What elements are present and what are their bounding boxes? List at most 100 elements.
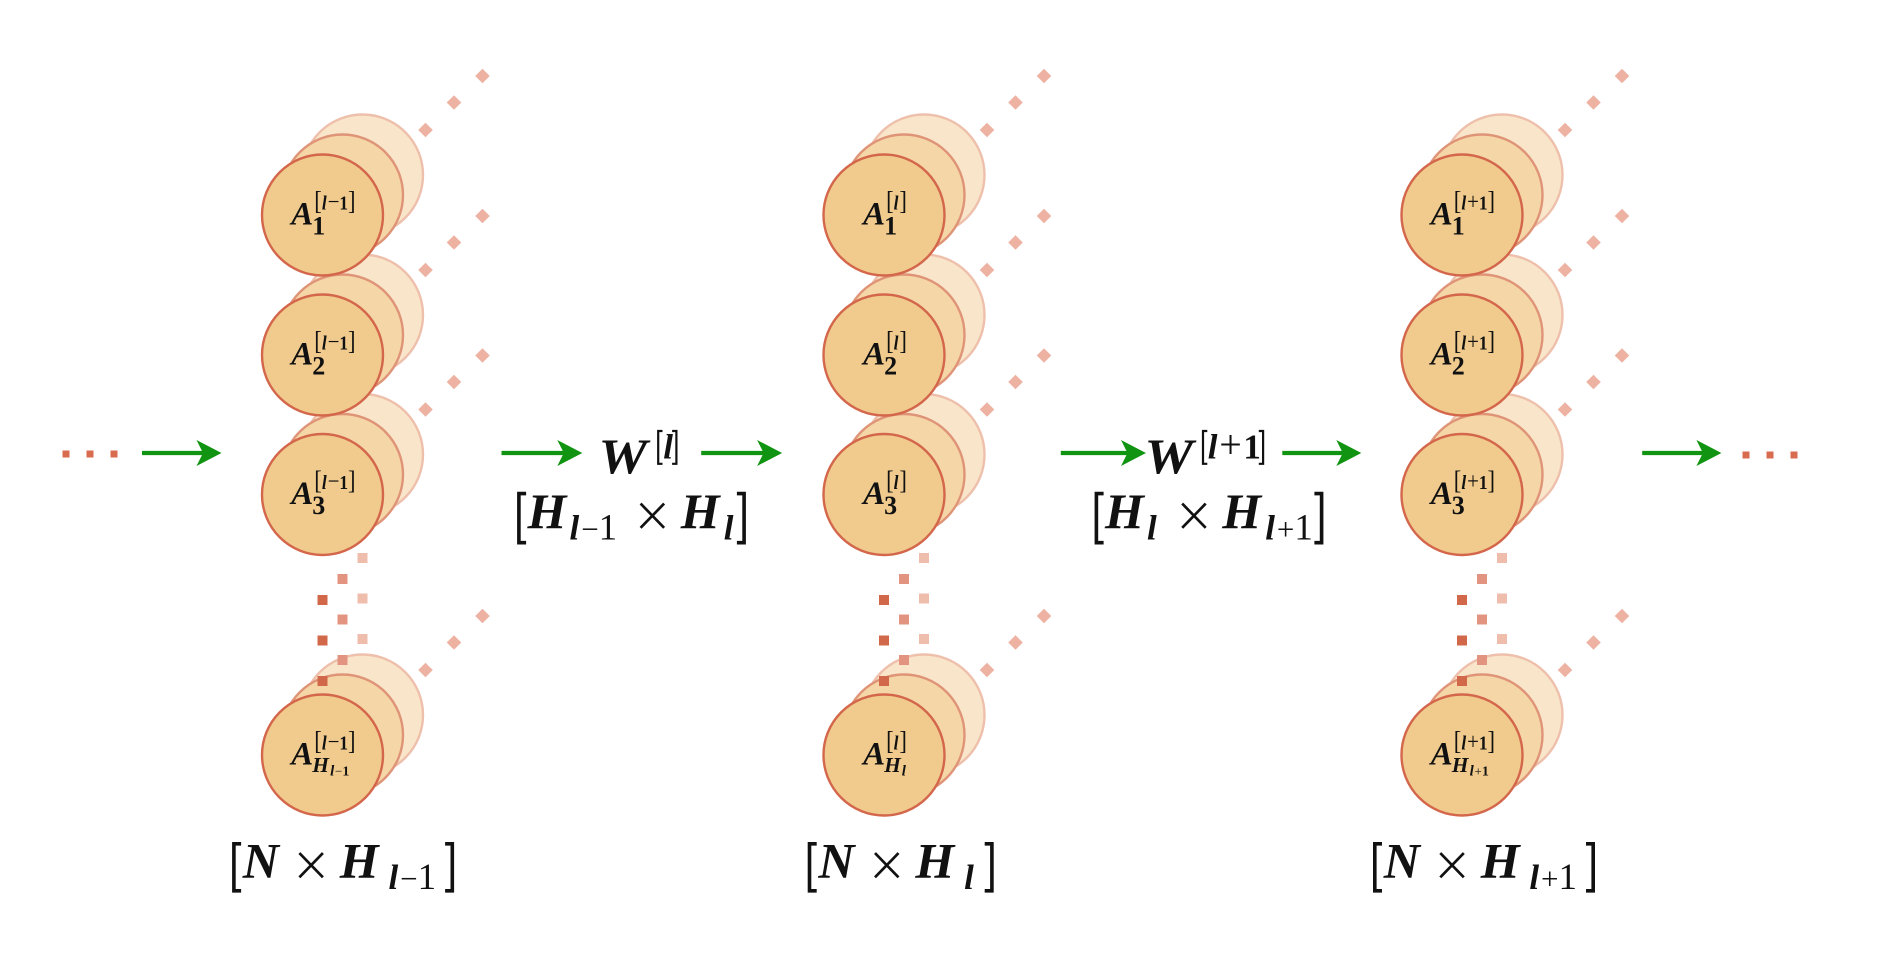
svg-text:1: 1 — [1452, 212, 1465, 241]
svg-text:2: 2 — [312, 352, 325, 381]
svg-text:+: + — [1541, 861, 1558, 896]
svg-text:]: ] — [899, 727, 907, 756]
svg-text:l: l — [570, 509, 580, 548]
svg-text:]: ] — [899, 327, 907, 356]
svg-text:+: + — [1467, 188, 1479, 215]
svg-text:1: 1 — [339, 732, 348, 754]
svg-text:A: A — [1429, 737, 1453, 773]
svg-text:l: l — [894, 472, 900, 494]
svg-text:N: N — [1383, 833, 1422, 889]
svg-text:+: + — [1467, 468, 1479, 495]
svg-text:1: 1 — [1479, 732, 1488, 754]
svg-text:[: [ — [886, 187, 894, 216]
svg-text:−: − — [581, 512, 598, 547]
svg-text:3: 3 — [1452, 491, 1465, 520]
svg-text:3: 3 — [884, 491, 897, 520]
svg-text:H: H — [883, 753, 902, 777]
svg-text:H: H — [1104, 483, 1146, 539]
svg-text:H: H — [1221, 483, 1263, 539]
svg-text:l: l — [724, 509, 734, 548]
svg-text:]: ] — [1488, 727, 1496, 756]
svg-text:1: 1 — [1479, 192, 1488, 214]
svg-text:3: 3 — [312, 491, 325, 520]
svg-text:1: 1 — [1243, 428, 1261, 467]
svg-text:[: [ — [314, 327, 322, 356]
svg-text:1: 1 — [1294, 508, 1313, 549]
svg-text:1: 1 — [884, 212, 897, 241]
svg-text:]: ] — [348, 327, 356, 356]
svg-text:W: W — [1144, 429, 1196, 484]
svg-text:l: l — [894, 192, 900, 214]
svg-text:A: A — [1429, 197, 1453, 233]
svg-text:A: A — [289, 337, 313, 373]
svg-text:l: l — [1461, 332, 1467, 354]
svg-text:1: 1 — [1559, 857, 1578, 898]
svg-text:l: l — [1265, 509, 1275, 548]
svg-text:l: l — [964, 858, 974, 897]
svg-text:l: l — [663, 428, 673, 467]
svg-text:H: H — [339, 833, 381, 889]
svg-text:]: ] — [899, 467, 907, 496]
svg-text:1: 1 — [1482, 765, 1489, 780]
svg-text:l: l — [322, 472, 328, 494]
svg-text:+: + — [1475, 764, 1482, 779]
svg-text:1: 1 — [342, 765, 349, 780]
svg-text:A: A — [861, 737, 885, 773]
svg-text:−: − — [328, 468, 340, 495]
svg-text:[: [ — [1454, 467, 1462, 496]
svg-text:]: ] — [348, 467, 356, 496]
svg-text:H: H — [1451, 753, 1470, 777]
svg-text:H: H — [527, 483, 569, 539]
svg-text:l: l — [322, 192, 328, 214]
svg-text:]: ] — [1488, 327, 1496, 356]
svg-text:A: A — [861, 197, 885, 233]
svg-text:W: W — [598, 429, 650, 484]
svg-text:−: − — [400, 861, 417, 896]
svg-text:[: [ — [886, 327, 894, 356]
svg-text:1: 1 — [599, 508, 618, 549]
svg-text:[: [ — [1454, 187, 1462, 216]
svg-text:[: [ — [886, 467, 894, 496]
svg-text:l: l — [322, 732, 328, 754]
svg-text:l: l — [1208, 428, 1218, 467]
svg-text:A: A — [1429, 476, 1453, 512]
svg-text:H: H — [914, 833, 956, 889]
svg-text:]: ] — [1488, 467, 1496, 496]
svg-text:+: + — [1219, 422, 1242, 467]
svg-text:H: H — [311, 753, 330, 777]
svg-text:H: H — [1480, 833, 1522, 889]
svg-text:1: 1 — [1479, 472, 1488, 494]
svg-text:l: l — [1147, 509, 1157, 548]
svg-text:[: [ — [1454, 727, 1462, 756]
svg-text:−: − — [328, 328, 340, 355]
svg-text:l: l — [1461, 472, 1467, 494]
svg-text:l: l — [902, 764, 907, 780]
svg-text:A: A — [861, 476, 885, 512]
svg-text:+: + — [1467, 728, 1479, 755]
svg-text:l: l — [1461, 732, 1467, 754]
svg-text:A: A — [1429, 337, 1453, 373]
svg-text:]: ] — [348, 727, 356, 756]
svg-text:l: l — [894, 732, 900, 754]
svg-text:A: A — [289, 197, 313, 233]
svg-text:l: l — [894, 332, 900, 354]
svg-text:+: + — [1277, 512, 1294, 547]
svg-text:1: 1 — [339, 332, 348, 354]
svg-text:2: 2 — [1452, 352, 1465, 381]
svg-text:A: A — [861, 337, 885, 373]
svg-text:−: − — [328, 188, 340, 215]
svg-text:1: 1 — [339, 192, 348, 214]
svg-text:l: l — [322, 332, 328, 354]
svg-text:A: A — [289, 476, 313, 512]
svg-text:N: N — [817, 833, 856, 889]
svg-text:l: l — [1470, 764, 1475, 780]
svg-text:H: H — [680, 483, 722, 539]
svg-text:1: 1 — [312, 212, 325, 241]
svg-text:]: ] — [899, 187, 907, 216]
svg-text:l: l — [1461, 192, 1467, 214]
svg-text:]: ] — [348, 187, 356, 216]
svg-text:1: 1 — [1479, 332, 1488, 354]
svg-text:−: − — [328, 728, 340, 755]
svg-text:−: − — [335, 764, 342, 779]
svg-text:l: l — [389, 858, 399, 897]
